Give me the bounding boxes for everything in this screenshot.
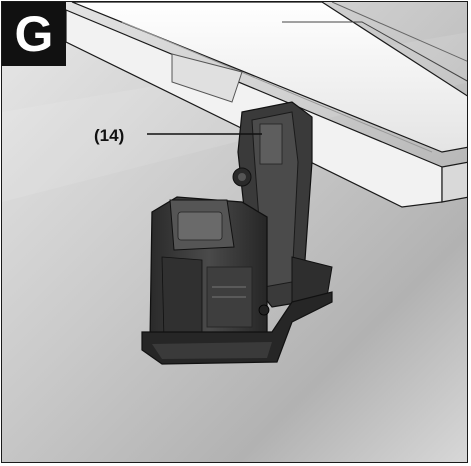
laser-window xyxy=(177,211,223,241)
callout-label-14: (14) xyxy=(94,126,125,145)
figure-letter: G xyxy=(2,2,66,66)
device-base xyxy=(141,291,333,365)
illustration xyxy=(2,2,467,462)
ceiling-rail xyxy=(65,2,467,208)
laser-device xyxy=(149,196,270,361)
